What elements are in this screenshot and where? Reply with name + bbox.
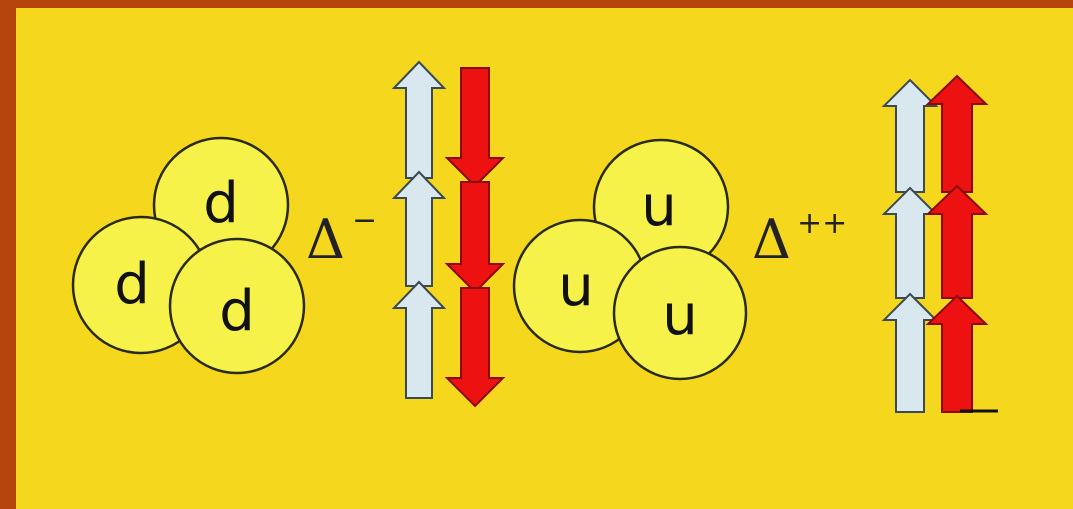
- particle-charge: ++: [797, 206, 847, 241]
- spin-up-arrow: [928, 76, 986, 192]
- spin-down-arrow: [447, 68, 503, 186]
- spin-up-arrow: [884, 294, 936, 412]
- delta-plus-plus-symbol: Δ ++: [752, 206, 847, 271]
- quark-label: u: [641, 174, 677, 239]
- spin-up-arrow: [884, 80, 936, 192]
- spin-up-arrow: [928, 296, 986, 412]
- spin-down-arrow: [447, 288, 503, 406]
- quark-label: d: [219, 279, 255, 344]
- spin-up-arrow: [884, 188, 936, 298]
- delta-minus-quarks: d d d: [73, 138, 304, 373]
- spin-up-arrow: [394, 172, 444, 286]
- quark-label: d: [114, 252, 150, 317]
- spin-up-arrow: [394, 62, 444, 178]
- delta-plus-plus-light-arrows: [884, 80, 936, 412]
- delta-minus-symbol: Δ −: [306, 203, 377, 271]
- spin-up-arrow: [394, 282, 444, 398]
- spin-up-arrow: [928, 186, 986, 298]
- particle-charge: −: [352, 203, 377, 238]
- quark-label: u: [558, 254, 594, 319]
- delta-plus-plus-quarks: u u u: [514, 140, 746, 379]
- delta-minus-light-arrows: [394, 62, 444, 398]
- quark-label: d: [203, 171, 239, 236]
- delta-plus-plus-red-arrows: [928, 76, 986, 412]
- particle-symbol: Δ: [752, 208, 791, 271]
- particle-symbol: Δ: [306, 208, 345, 271]
- spin-down-arrow: [447, 182, 503, 292]
- quark-label: u: [662, 283, 698, 348]
- delta-minus-red-arrows: [447, 68, 503, 406]
